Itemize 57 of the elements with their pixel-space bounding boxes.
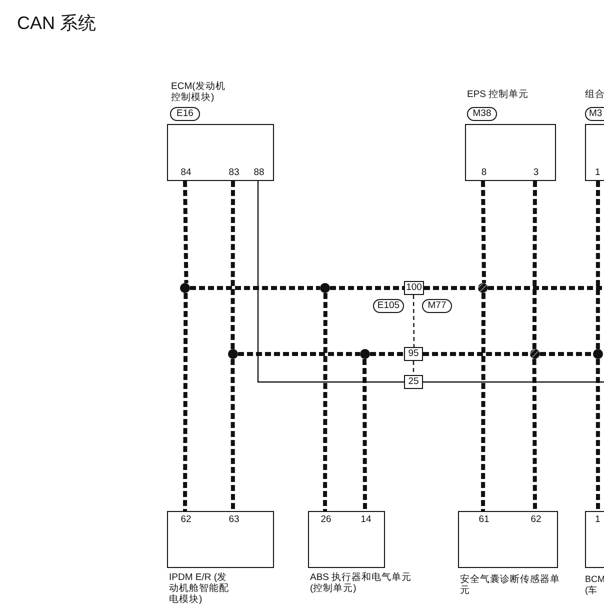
wire (532, 358, 537, 512)
pin-number: 14 (360, 515, 372, 525)
pin-number: 63 (228, 515, 240, 525)
splice-box: 25 (404, 375, 423, 389)
pin-number: 62 (530, 515, 542, 525)
splice-box: 100 (404, 281, 424, 295)
pin-number: 3 (533, 168, 539, 178)
wire (596, 359, 600, 511)
title: CAN 系统 (17, 12, 96, 34)
wire (183, 180, 188, 284)
pin-number: 83 (228, 168, 240, 178)
module-name: ABS 执行器和电气单元(控制单元) (310, 572, 413, 594)
wire (423, 381, 604, 383)
junction-dot (360, 349, 370, 359)
pin-number: 8 (481, 168, 487, 178)
wire (424, 286, 478, 290)
wire (230, 181, 235, 350)
pin-number: 62 (180, 515, 192, 525)
junction-dot (530, 349, 540, 359)
module-name: 安全气囊诊断传感器单元 (460, 574, 560, 596)
wire (238, 352, 360, 356)
wire (330, 286, 404, 290)
wire (532, 181, 537, 350)
pin-number: 1 (595, 515, 600, 525)
junction-dot (180, 283, 190, 293)
module-name: EPS 控制单元 (467, 89, 530, 100)
wire (257, 181, 404, 383)
connector-tag: E105 (373, 299, 404, 313)
wire (540, 352, 593, 356)
module-name: BCM (车 (585, 574, 604, 596)
wire (481, 180, 486, 284)
splice-box: 95 (404, 347, 423, 361)
pin-number: 61 (478, 515, 490, 525)
pin-number: 26 (320, 515, 332, 525)
module-name: IPDM E/R (发动机舱智能配电模块) (169, 572, 230, 605)
module-name: ECM(发动机控制模块) (171, 81, 226, 103)
wire (230, 359, 235, 511)
pin-number: 1 (595, 168, 600, 178)
pin-number: 84 (180, 168, 192, 178)
wire (183, 292, 188, 511)
wire (596, 181, 600, 349)
wire (323, 292, 328, 511)
wire (362, 358, 367, 511)
wire (423, 352, 530, 356)
junction-dot (320, 283, 330, 293)
wire (190, 286, 320, 290)
connector-tag: M38 (467, 107, 497, 121)
wire (481, 292, 486, 511)
connector-tag: M77 (422, 299, 452, 313)
wire (488, 286, 604, 290)
wire (412, 295, 415, 347)
wire (412, 361, 414, 375)
wire (370, 352, 404, 356)
junction-dot (228, 349, 238, 359)
junction-dot (593, 349, 603, 359)
junction-dot (478, 283, 488, 293)
pin-number: 88 (254, 168, 264, 178)
